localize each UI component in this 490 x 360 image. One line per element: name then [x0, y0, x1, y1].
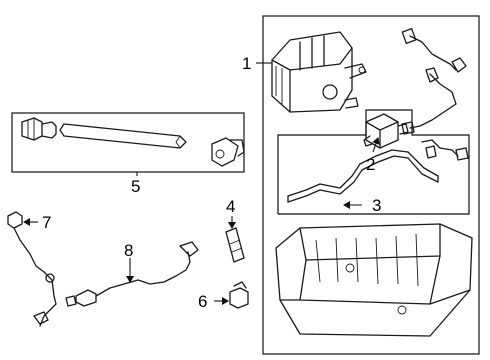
callout-5: 5 — [131, 177, 140, 196]
part-1-canister[interactable] — [271, 31, 367, 113]
part-8-sensor[interactable] — [65, 241, 199, 307]
canister-bracket[interactable] — [275, 223, 473, 337]
callout-2: 2 — [366, 155, 375, 174]
callout-6: 6 — [198, 292, 207, 311]
part-6-plug[interactable] — [229, 281, 249, 309]
part-3-hose[interactable] — [287, 149, 439, 203]
part-1-harness — [401, 28, 469, 161]
callout-7: 7 — [42, 213, 51, 232]
part-5-connector[interactable] — [21, 117, 57, 141]
callout-4: 4 — [226, 197, 235, 216]
callout-8: 8 — [124, 241, 133, 260]
part-7-sensor[interactable] — [7, 211, 57, 327]
part-5-hose[interactable] — [59, 123, 187, 149]
assembly-frame-right — [262, 15, 480, 355]
part-5-elbow[interactable] — [211, 137, 245, 167]
leader-lines — [23, 62, 380, 305]
subassembly-2-3-box — [277, 109, 470, 215]
hose-kit-box — [11, 112, 245, 173]
callout-1: 1 — [242, 54, 251, 73]
callout-3: 3 — [372, 196, 381, 215]
part-2-valve[interactable] — [363, 113, 409, 149]
part-4-sensor[interactable] — [225, 227, 245, 263]
